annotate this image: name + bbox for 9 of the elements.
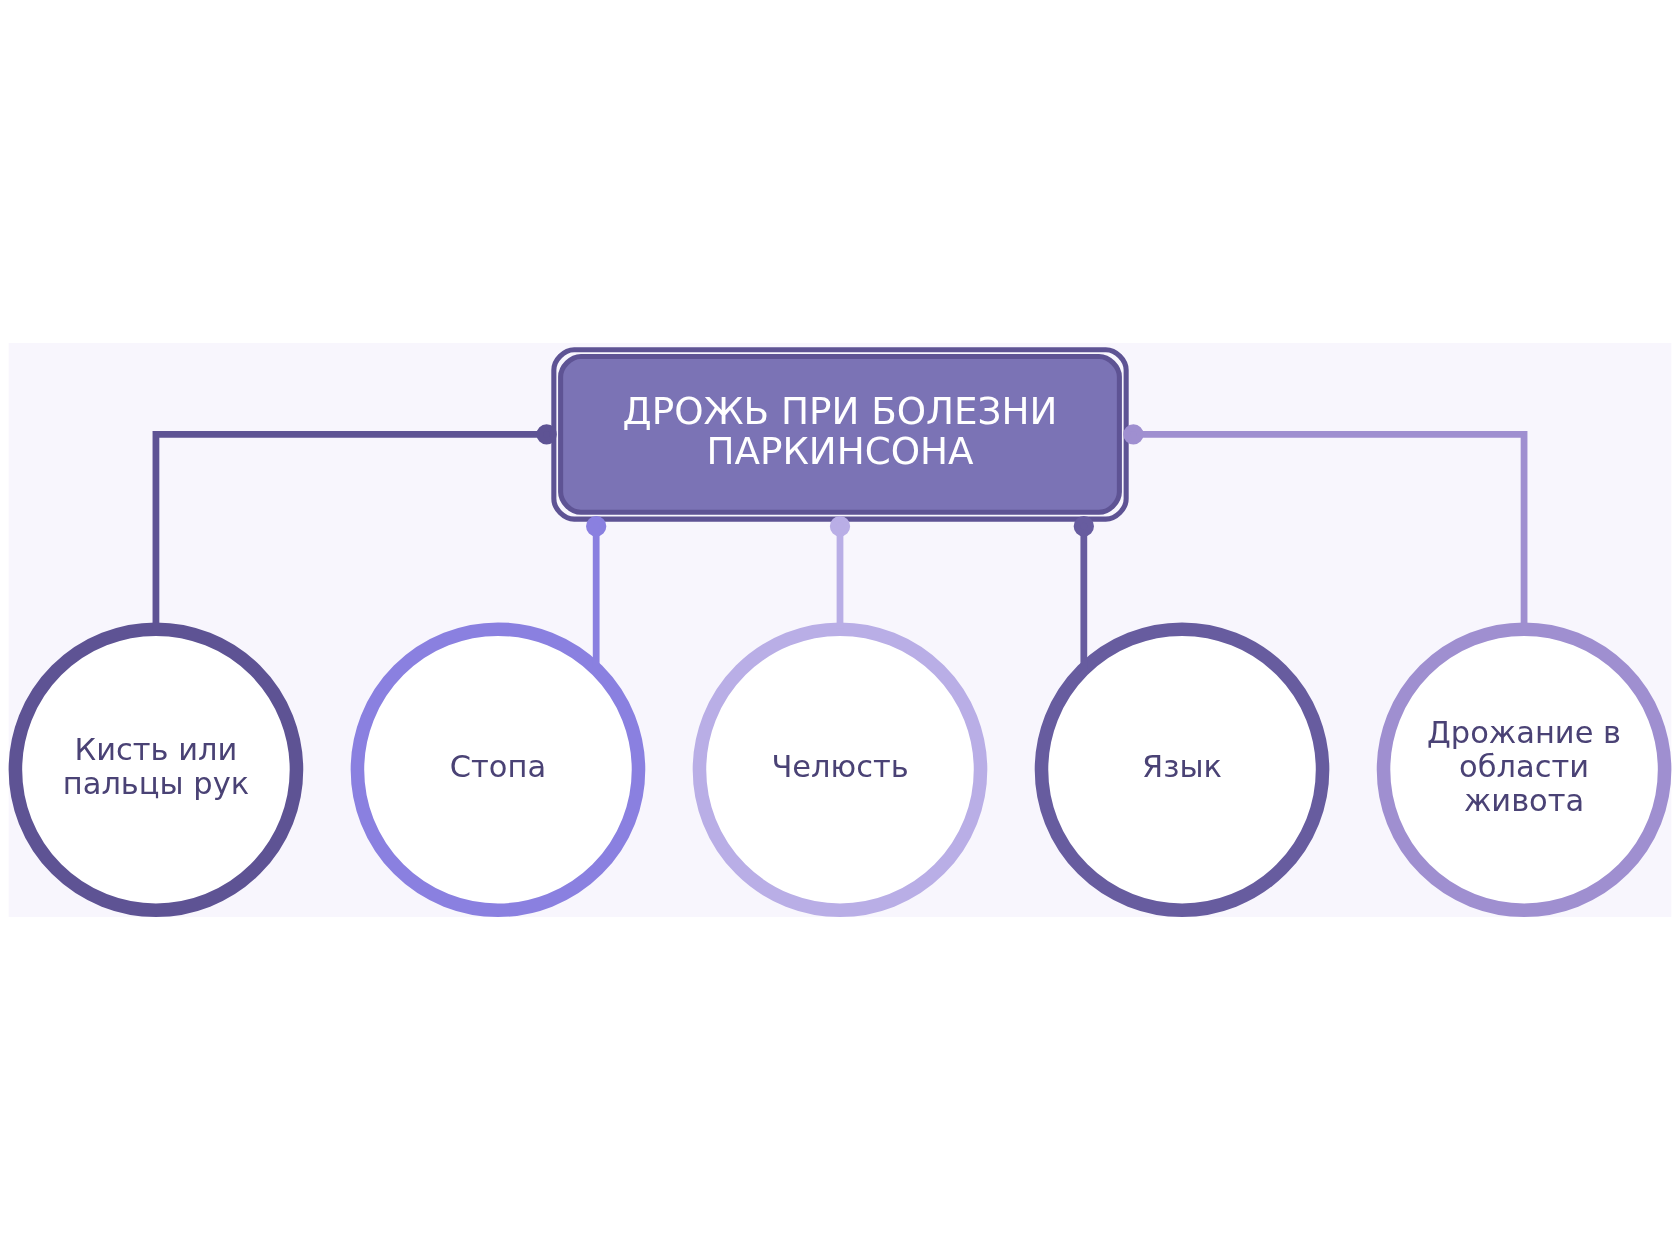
connector xyxy=(152,424,557,629)
node-circle: Стопа xyxy=(350,622,646,917)
node-circle: Кисть или пальцы рук xyxy=(8,622,304,917)
node-circle: Челюсть xyxy=(692,622,988,917)
connector xyxy=(1123,424,1528,629)
node-box: ДРОЖЬ ПРИ БОЛЕЗНИ ПАРКИНСОНА xyxy=(551,347,1129,522)
node-circle: Язык xyxy=(1034,622,1330,917)
node-circle: Дрожание в области живота xyxy=(1376,622,1672,917)
connector xyxy=(829,516,851,629)
